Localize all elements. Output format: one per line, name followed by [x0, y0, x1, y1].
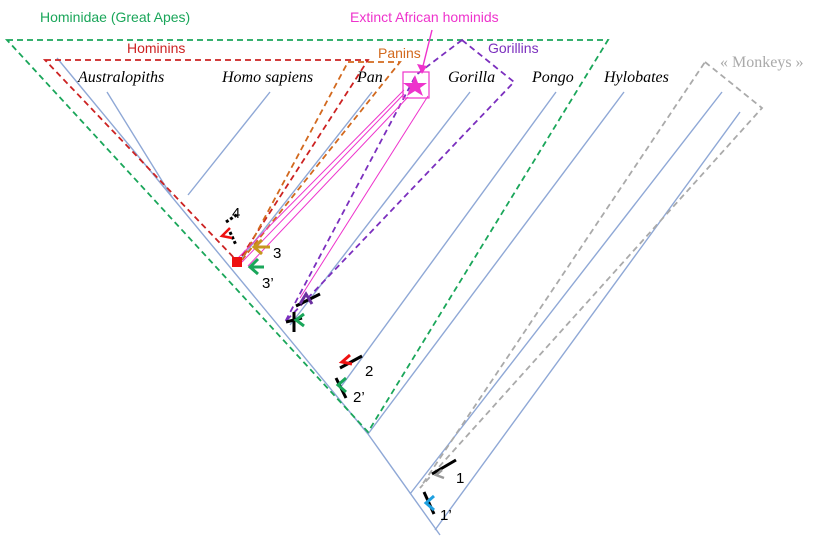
marker-3-prime — [247, 257, 264, 276]
divergence-node-square — [232, 257, 242, 267]
hominidae-outline — [4, 39, 610, 434]
tree-branches — [56, 57, 741, 536]
extinct-box — [402, 71, 430, 99]
branch-pan — [235, 91, 373, 266]
branch-monkeys-2 — [434, 111, 741, 531]
branch-hylobates — [367, 91, 625, 435]
taxon-australopiths: Australopiths — [77, 69, 164, 86]
gorilla-node-purple-arrow-icon — [298, 291, 314, 305]
marker-3-prime-label: 3’ — [262, 275, 274, 292]
marker-1-prime — [422, 491, 436, 515]
monkeys-label: « Monkeys » — [720, 54, 804, 71]
gorillins-outline — [284, 38, 516, 323]
marker-2-prime — [334, 376, 348, 399]
branch-australopiths — [106, 91, 173, 198]
marker-1-prime-label: 1’ — [440, 507, 452, 524]
marker-3 — [251, 238, 270, 256]
taxon-pongo: Pongo — [531, 69, 574, 86]
branch-monkeys-1 — [409, 91, 723, 495]
marker-4 — [219, 212, 239, 246]
marker-2-label: 2 — [365, 363, 373, 380]
taxon-homo-sapiens: Homo sapiens — [221, 69, 313, 86]
extinct-connectors — [237, 89, 429, 299]
extinct-star-icon — [403, 75, 427, 96]
branch-pongo — [339, 91, 557, 389]
taxon-hylobates: Hylobates — [603, 69, 669, 86]
panins-outline — [241, 61, 402, 261]
marker-2-prime-arrow-icon — [335, 376, 347, 394]
taxon-pan: Pan — [356, 69, 383, 86]
marker-1-label: 1 — [456, 470, 464, 487]
taxon-gorilla: Gorilla — [448, 69, 495, 86]
monkeys-outline — [419, 60, 764, 489]
extinct-label: Extinct African hominids — [350, 9, 499, 25]
gorilla-node-green-arrow-icon — [293, 312, 305, 328]
marker-2-arrow-icon — [338, 353, 353, 366]
hominidae-label: Hominidae (Great Apes) — [40, 9, 190, 25]
marker-1-prime-arrow-icon — [423, 494, 435, 512]
extinct-pointer — [421, 29, 433, 71]
branch-homo-sapiens — [187, 91, 271, 196]
extinct-pointer-head-icon — [417, 64, 427, 74]
branch-root — [367, 433, 441, 536]
gorillins-label: Gorillins — [488, 40, 539, 56]
marker-1-arrow-icon — [433, 469, 445, 480]
marker-4-label: 4 — [232, 205, 240, 222]
marker-2 — [338, 353, 363, 370]
marker-1 — [431, 458, 457, 480]
panins-label: Panins — [378, 45, 421, 61]
marker-3-label: 3 — [273, 245, 281, 262]
marker-4-arrow-icon — [219, 227, 233, 240]
marker-gorilla-node — [285, 291, 321, 332]
hominins-label: Hominins — [127, 40, 185, 56]
hominins-outline — [42, 59, 370, 264]
branch-left-trunk — [56, 57, 369, 435]
branch-gorilla — [289, 91, 471, 326]
marker-2-prime-label: 2’ — [353, 389, 365, 406]
